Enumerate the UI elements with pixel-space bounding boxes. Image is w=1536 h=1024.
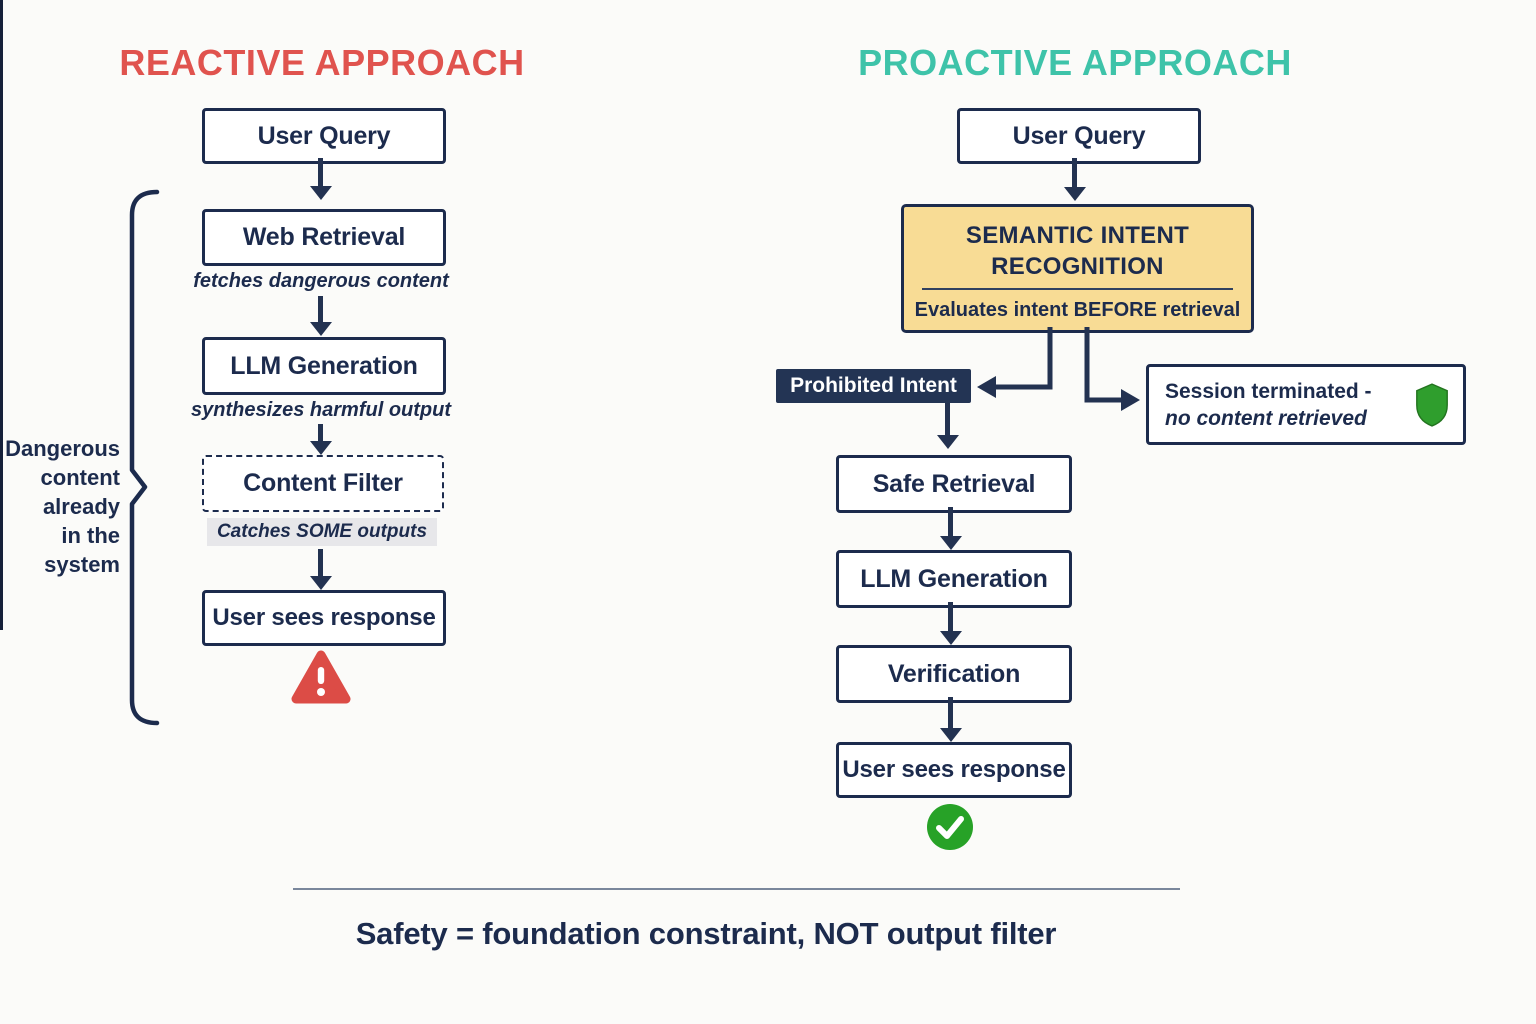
footer-divider — [293, 888, 1180, 890]
subtitle-text: retrieval — [1156, 298, 1241, 321]
left-edge-line — [0, 0, 3, 630]
proactive-llm-generation-box: LLM Generation — [836, 550, 1072, 608]
content-filter-box: Content Filter — [202, 455, 444, 512]
session-terminated-box: Session terminated - no content retrieve… — [1146, 364, 1466, 445]
brace-label: Dangerous content already in the system — [0, 434, 120, 579]
arrow-down-icon — [945, 403, 950, 435]
verification-box: Verification — [836, 645, 1072, 703]
brace-label-line: in the system — [44, 523, 120, 577]
subtitle-text: Evaluates intent — [914, 298, 1074, 321]
arrow-down-icon — [318, 549, 323, 576]
web-retrieval-note: fetches dangerous content — [193, 270, 449, 292]
web-retrieval-box: Web Retrieval — [202, 209, 446, 266]
semantic-intent-subtitle: Evaluates intent BEFORE retrieval — [904, 290, 1251, 330]
branch-connector-icon — [977, 327, 1140, 411]
arrow-down-icon — [948, 602, 953, 631]
reactive-user-sees-response-box: User sees response — [202, 590, 446, 646]
shield-icon — [1416, 382, 1448, 427]
proactive-user-sees-response-box: User sees response — [836, 742, 1072, 798]
arrow-down-icon — [948, 507, 953, 536]
footer-tagline: Safety = foundation constraint, NOT outp… — [355, 916, 1057, 951]
brace-label-line: already — [42, 494, 120, 519]
prohibited-intent-badge: Prohibited Intent — [776, 369, 971, 403]
arrow-down-icon — [318, 424, 323, 441]
arrow-down-icon — [318, 158, 323, 186]
safe-retrieval-box: Safe Retrieval — [836, 455, 1072, 513]
reactive-user-query-box: User Query — [202, 108, 446, 164]
curly-brace-icon — [129, 189, 160, 726]
arrow-down-icon — [318, 296, 323, 322]
warning-triangle-icon — [291, 650, 351, 704]
semantic-intent-title: SEMANTIC INTENT RECOGNITION — [965, 221, 1190, 280]
subtitle-bold-text: BEFORE — [1073, 298, 1157, 321]
proactive-user-query-box: User Query — [957, 108, 1201, 164]
arrow-down-icon — [1072, 158, 1077, 187]
arrow-down-icon — [948, 697, 953, 728]
session-terminated-text: Session terminated - no content retrieve… — [1165, 378, 1372, 432]
reactive-llm-generation-box: LLM Generation — [202, 337, 446, 395]
brace-label-line: Dangerous — [5, 436, 120, 461]
semantic-intent-recognition-box: SEMANTIC INTENT RECOGNITION Evaluates in… — [901, 204, 1254, 333]
proactive-title: PROACTIVE APPROACH — [858, 42, 1292, 83]
reactive-title: REACTIVE APPROACH — [119, 42, 525, 83]
session-terminated-line1: Session terminated - — [1165, 379, 1372, 403]
llm-generation-note: synthesizes harmful output — [190, 399, 452, 421]
content-filter-note: Catches SOME outputs — [207, 518, 437, 546]
divider — [922, 288, 1233, 290]
session-terminated-line2: no content retrieved — [1165, 406, 1367, 430]
check-circle-icon — [927, 804, 973, 850]
brace-label-line: content — [40, 465, 120, 490]
